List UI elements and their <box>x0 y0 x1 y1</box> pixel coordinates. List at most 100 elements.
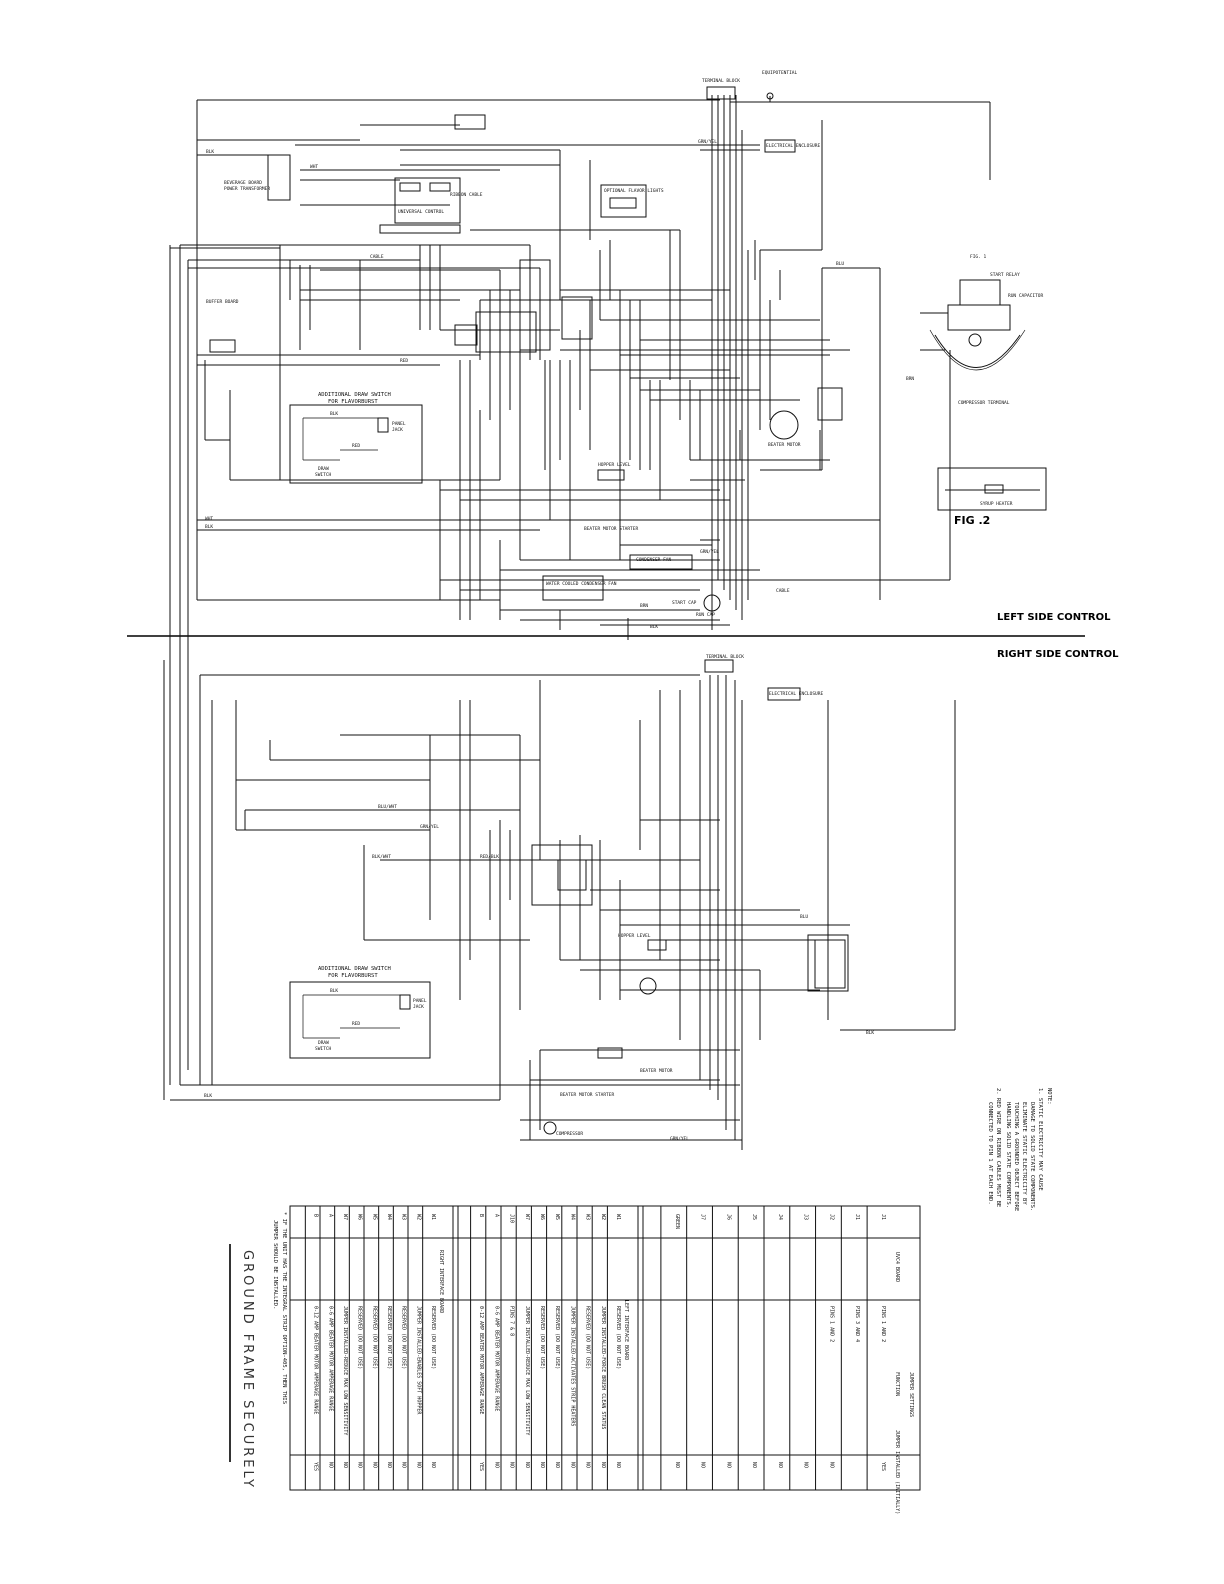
hopper-level-label-lower: HOPPER LEVEL <box>618 933 651 939</box>
jumper-cell-left-0-2: NO <box>615 1462 621 1468</box>
ground-note: GROUND FRAME SECURELY <box>240 1250 255 1490</box>
jumper-cell-left-4-1: RESERVED (DO NOT USE) <box>554 1306 560 1369</box>
jumper-cell-uvc-6-2: NO <box>725 1462 731 1468</box>
jumper-cell-uvc-0-2: YES <box>880 1462 886 1471</box>
note-2b: CONNECTED TO PIN 1 AT EACH END. <box>987 1102 993 1205</box>
wire-label-11: BLK <box>650 624 658 630</box>
jumper-cell-right-5-2: NO <box>357 1462 363 1468</box>
jumper-cell-right-1-2: NO <box>415 1462 421 1468</box>
notes-block: NOTE: 1. STATIC ELECTRICITY MAY CAUSE DA… <box>987 1088 1052 1211</box>
fig1-wire-1: BRN <box>906 376 914 382</box>
wire-label-3: WHT <box>310 164 318 170</box>
optional-flavor-lights-label: OPTIONAL FLAVOR LIGHTS <box>604 188 664 194</box>
jumper-cell-left-3-0: W4 <box>569 1214 575 1220</box>
wire-label-17: BLK <box>866 1030 874 1036</box>
blk-label-top: BLK <box>330 411 338 417</box>
jumper-cell-right-4-1: RESERVED (DO NOT USE) <box>371 1306 377 1369</box>
jumper-cell-right-7-2: NO <box>327 1462 333 1468</box>
jumper-cell-left-2-2: NO <box>585 1462 591 1468</box>
wire-label-9: GRN/YEL <box>700 549 719 555</box>
footnote-a: * IF THE UNIT HAS THE INTEGRAL STRIP OPT… <box>281 1212 287 1404</box>
note-1e: HANDLING SOLID STATE COMPONENTS. <box>1005 1102 1011 1208</box>
beater-motor-starter-label-lower: BEATER MOTOR STARTER <box>560 1092 614 1098</box>
jumper-cell-left-8-2: NO <box>493 1462 499 1468</box>
add-draw-title-top: ADDITIONAL DRAW SWITCH <box>318 392 391 398</box>
left-side-label: LEFT SIDE CONTROL <box>997 612 1111 623</box>
function-header: FUNCTION <box>894 1372 900 1396</box>
wire-label-1: GRN/YEL <box>698 139 717 145</box>
contactor-lower <box>597 1047 623 1059</box>
water-cooled-fan-box <box>542 575 604 601</box>
jumper-cell-uvc-8-0: GREEN <box>674 1214 680 1229</box>
draw-switch2-bottom: SWITCH <box>315 1046 332 1052</box>
jumper-cell-uvc-5-2: NO <box>751 1462 757 1468</box>
jumper-cell-left-2-0: W3 <box>585 1214 591 1220</box>
wire-label-6: BLU <box>836 261 844 267</box>
footnote: * IF THE UNIT HAS THE INTEGRAL STRIP OPT… <box>272 1212 287 1404</box>
footnote-b: JUMPER SHOULD BE INSTALLED. <box>272 1220 278 1309</box>
hopper-level-upper <box>597 469 625 481</box>
jumper-cell-left-8-0: A <box>493 1214 499 1217</box>
jumper-cell-right-2-0: W3 <box>401 1214 407 1220</box>
beverage-board-label: BEVERAGE BOARD <box>224 180 262 186</box>
electrical-enclosure-label: ELECTRICAL ENCLOSURE <box>766 143 820 149</box>
start-cap-label: START CAP <box>672 600 697 606</box>
note-1d: TOUCHING A GROUNDED OBJECT BEFORE <box>1013 1102 1019 1211</box>
jumper-cell-left-5-0: W6 <box>539 1214 545 1220</box>
wire-label-16: GRN/YEL <box>420 824 439 830</box>
jumper-cell-right-6-2: NO <box>342 1462 348 1468</box>
jumper-cell-left-1-0: W2 <box>600 1214 606 1220</box>
terminal-block-top <box>706 86 736 100</box>
jumper-cell-uvc-3-0: J3 <box>803 1214 809 1220</box>
electrical-enclosure-bottom <box>767 687 801 701</box>
section-divider: LEFT SIDE CONTROL RIGHT SIDE CONTROL <box>127 612 1119 660</box>
start-relay-box <box>959 279 1001 306</box>
beverage-board <box>267 154 291 201</box>
jumper-cell-uvc-3-2: NO <box>803 1462 809 1468</box>
add-draw-subtitle-bottom: FOR FLAVORBURST <box>328 973 378 979</box>
add-draw-subtitle-top: FOR FLAVORBURST <box>328 399 378 405</box>
jumper-cell-left-8-1: 0-6 AMP BEATER MOTOR AMPERAGE RANGE <box>493 1306 499 1411</box>
terminal-block-bottom <box>704 659 734 673</box>
fig2-detail: SYRUP HEATER FIG .2 <box>937 467 1047 527</box>
wire-label-20: RED/BLK <box>480 854 499 860</box>
wire-label-8: WHT <box>205 516 213 522</box>
wire-label-19: GRN/YEL <box>670 1136 689 1142</box>
jumper-cell-right-5-0: W6 <box>357 1214 363 1220</box>
wire-label-15: BLU/WHT <box>378 804 397 810</box>
jumper-cell-uvc-2-2: NO <box>828 1462 834 1468</box>
jumper-cell-uvc-4-2: NO <box>777 1462 783 1468</box>
power-transformer-label: POWER TRANSFORMER <box>224 186 270 192</box>
hopper-level-lower <box>647 939 667 951</box>
jumper-cell-right-8-2: YES <box>313 1462 319 1471</box>
jumper-cell-right-0-0: W1 <box>430 1214 436 1220</box>
beater-motor-starter-label-upper: BEATER MOTOR STARTER <box>584 526 638 532</box>
panel-jack-bottom: PANEL <box>413 998 427 1004</box>
jumper-cell-uvc-2-0: J2 <box>828 1214 834 1220</box>
jumper-cell-uvc-7-2: NO <box>700 1462 706 1468</box>
jumper-cell-right-8-1: 0-12 AMP BEATER MOTOR AMPERAGE RANGE <box>313 1306 319 1414</box>
additional-draw-switch-bottom <box>289 981 431 1059</box>
fig2-box <box>937 467 1047 511</box>
jumper-cell-right-0-1: RESERVED (DO NOT USE) <box>430 1306 436 1369</box>
compressor-upper <box>703 594 721 612</box>
jumper-cell-right-6-1: JUMPER INSTALLED-REDUCE MAX LOW SENSITIV… <box>342 1306 348 1435</box>
jumper-cell-uvc-1-1: PINS 3 AND 4 <box>854 1306 860 1342</box>
draw-switch-bottom: DRAW <box>318 1040 329 1046</box>
jumper-cell-left-9-0: B <box>478 1214 484 1217</box>
buffer-board-label: BUFFER BOARD <box>206 299 239 305</box>
jumper-cell-uvc-8-2: NO <box>674 1462 680 1468</box>
wire-label-18: BLU <box>800 914 808 920</box>
jumper-installed-header: JUMPER INSTALLED (INITIALLY) <box>894 1430 900 1514</box>
panel-jack2-bottom: JACK <box>413 1004 424 1010</box>
compressor-terminal-label: COMPRESSOR TERMINAL <box>958 400 1010 406</box>
fig1-label: FIG. 1 <box>970 254 987 260</box>
panel-jack-top: PANEL <box>392 421 406 427</box>
add-draw-title-bottom: ADDITIONAL DRAW SWITCH <box>318 966 391 972</box>
jumper-cell-left-2-1: RESERVED (DO NOT USE) <box>585 1306 591 1369</box>
jumper-cell-left-0-0: W1 <box>615 1214 621 1220</box>
wire-label-7: BLK <box>205 524 213 530</box>
jumper-cell-right-3-0: W4 <box>386 1214 392 1220</box>
